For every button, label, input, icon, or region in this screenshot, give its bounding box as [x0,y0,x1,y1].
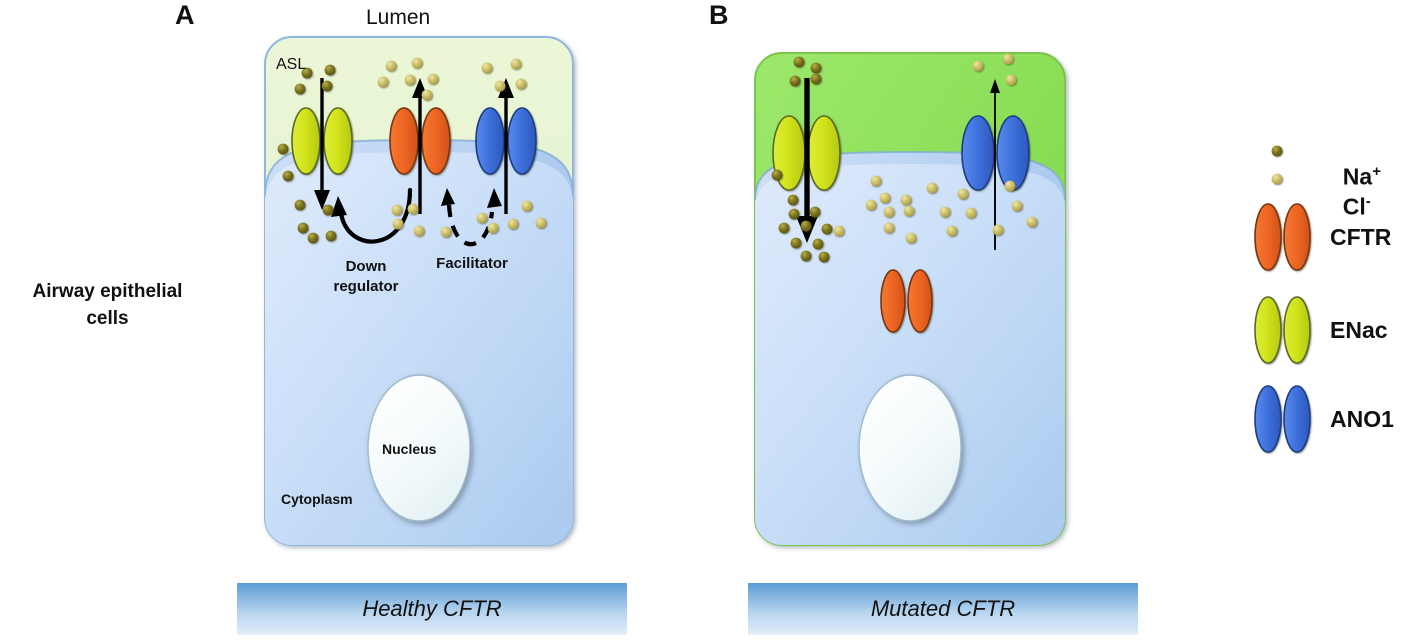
legend-label-ano1: ANO1 [1330,406,1394,432]
caption-b: Mutated CFTR [870,596,1016,621]
channel-cftr-a [389,107,451,175]
caption-bar-b [748,583,1138,635]
channel-ano1-a [475,107,537,175]
legend-label-cl: Cl- [1330,166,1371,221]
na-ions-asl-a [294,64,336,95]
panel-letter-b: B [709,0,729,30]
cl-ions-cytoplasm-a [391,200,547,238]
cytoplasm-label-a: Cytoplasm [281,491,353,507]
legend-label-cftr: CFTR [1330,224,1392,250]
channel-enac-a [291,107,353,175]
panel-a-interior [265,138,573,545]
na-ions-cytoplasm-a [277,143,337,244]
legend-text-na: Na [1342,163,1373,190]
cytoplasm-body-a [265,152,573,545]
nucleus-b [858,374,962,522]
legend-label-enac: ENac [1330,317,1388,343]
arrow-ano1-efflux-b [990,79,1000,250]
legend-sup-cl: - [1365,193,1371,210]
side-label-line2: cells [86,308,129,329]
cytoplasm-body-b [755,164,1065,545]
na-ions-asl-b [789,56,822,87]
legend-icon-na [1271,145,1283,157]
facilitator-arc [441,188,502,247]
arrow-enac-influx-a [314,78,330,210]
cl-ions-asl-cftr-a [377,57,439,101]
legend-sup-na: + [1372,163,1381,180]
down-regulator-arc [331,187,413,244]
down-regulator-label-line2: regulator [333,278,399,295]
lumen-label: Lumen [366,6,431,29]
channel-ano1-b [961,115,1030,191]
facilitator-label: Facilitator [436,255,508,272]
cl-ions-asl-b [972,53,1017,86]
nucleus-a [367,374,471,522]
legend-icon-cftr [1254,203,1311,271]
legend-label-na: Na+ [1330,136,1381,191]
cl-ions-cytoplasm-b [865,175,1038,244]
channel-cftr-mislocalised-b [880,269,933,333]
nucleus-label-a: Nucleus [382,441,437,457]
legend-icon-enac [1254,296,1311,364]
side-label-line1: Airway epithelial [32,281,183,302]
legend-icon-ano1 [1254,385,1311,453]
caption-bar-a [237,583,627,635]
panel-letter-a: A [175,0,195,30]
caption-a: Healthy CFTR [362,596,502,621]
down-regulator-label-line1: Down [345,258,387,275]
legend-icon-cl [1271,173,1283,185]
na-ions-cytoplasm-b [771,169,845,263]
asl-label-a: ASL [276,56,307,73]
legend-text-cl: Cl [1342,193,1366,220]
panel-b-interior [755,150,1065,545]
cl-ions-asl-ano1-a [481,58,527,92]
arrow-ano1-efflux-a [498,78,514,214]
